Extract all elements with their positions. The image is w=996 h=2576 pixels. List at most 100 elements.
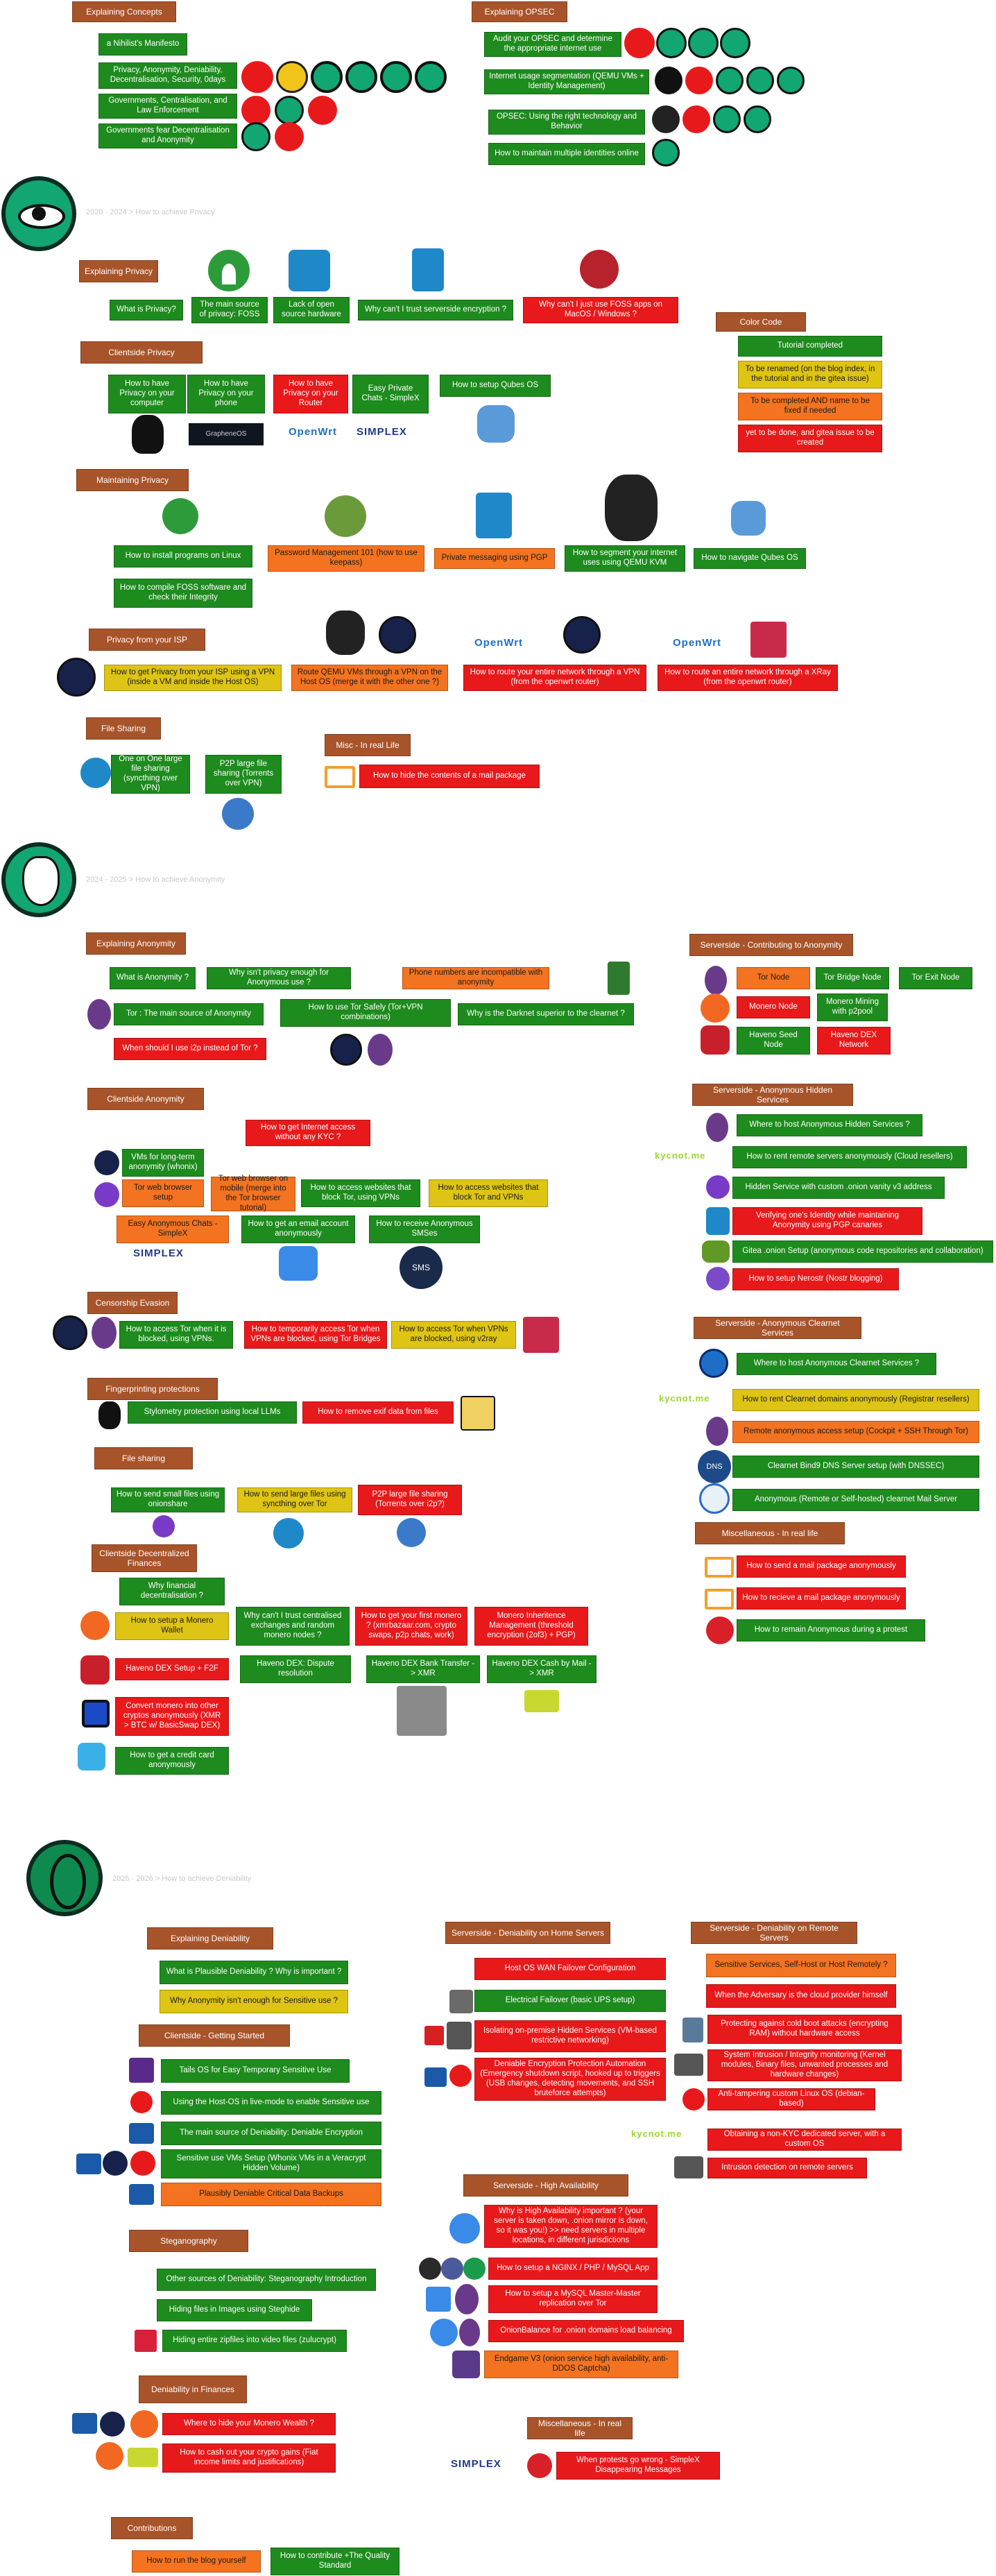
node-host-hidden[interactable]: Where to host Anonymous Hidden Services … <box>737 1114 922 1136</box>
node-rent-domains[interactable]: How to rent Clearnet domains anonymously… <box>732 1389 979 1411</box>
node-protest[interactable]: How to remain Anonymous during a protest <box>737 1619 925 1641</box>
node-cash-out[interactable]: How to cash out your crypto gains (Fiat … <box>162 2443 336 2473</box>
node-veracrypt-vms[interactable]: Sensitive use VMs Setup (Whonix VMs in a… <box>161 2149 381 2178</box>
node-steghide[interactable]: Hiding files in Images using Steghide <box>157 2299 312 2321</box>
node-first-monero[interactable]: How to get your first monero ? (xmrbazaa… <box>355 1607 467 1646</box>
node-hide-mail[interactable]: How to hide the contents of a mail packa… <box>359 765 540 788</box>
node-tor-browser[interactable]: Tor web browser setup <box>122 1179 204 1207</box>
node-gitea[interactable]: Gitea .onion Setup (anonymous code repos… <box>732 1240 993 1263</box>
node-route-xray[interactable]: How to route an entire network through a… <box>658 665 838 691</box>
node-cold-boot[interactable]: Protecting against cold boot attacks (en… <box>707 2015 902 2044</box>
node-hide-monero[interactable]: Where to hide your Monero Wealth ? <box>162 2413 336 2435</box>
node-governments[interactable]: Governments, Centralisation, and Law Enf… <box>98 94 237 119</box>
node-tor-exit[interactable]: Tor Exit Node <box>899 967 972 989</box>
node-qemu-vpn[interactable]: Route QEMU VMs through a VPN on the Host… <box>291 665 448 691</box>
node-backups[interactable]: Plausibly Deniable Critical Data Backups <box>161 2183 381 2206</box>
node-credit-card[interactable]: How to get a credit card anonymously <box>115 1747 229 1775</box>
node-tor-safely[interactable]: How to use Tor Safely (Tor+VPN combinati… <box>280 999 451 1027</box>
node-anti-tampering[interactable]: Anti-tampering custom Linux OS (debian-b… <box>707 2088 875 2110</box>
node-stegano-intro[interactable]: Other sources of Deniability: Steganogra… <box>157 2269 376 2291</box>
node-why-anon-not-enough[interactable]: Why Anonymity isn't enough for Sensitive… <box>160 1990 348 2013</box>
node-sms-anon[interactable]: How to receive Anonymous SMSes <box>369 1216 480 1243</box>
node-darknet[interactable]: Why is the Darknet superior to the clear… <box>458 1003 634 1025</box>
node-why-ha[interactable]: Why is High Availability important ? (yo… <box>484 2205 658 2248</box>
node-nokyc-internet[interactable]: How to get Internet access without any K… <box>246 1120 370 1146</box>
node-basicswap[interactable]: Convert monero into other cryptos anonym… <box>115 1697 229 1736</box>
node-audit-opsec[interactable]: Audit your OPSEC and determine the appro… <box>484 32 621 57</box>
node-onionbalance[interactable]: OnionBalance for .onion domains load bal… <box>488 2320 684 2342</box>
node-syncthing-tor[interactable]: How to send large files using syncthing … <box>237 1487 352 1512</box>
node-install-linux[interactable]: How to install programs on Linux <box>114 545 252 568</box>
node-run-blog[interactable]: How to run the blog yourself <box>132 2550 261 2573</box>
node-adversary-cloud[interactable]: When the Adversary is the cloud provider… <box>706 1984 896 2008</box>
node-what-deniability[interactable]: What is Plausible Deniability ? Why is i… <box>160 1961 348 1984</box>
node-tails[interactable]: Tails OS for Easy Temporary Sensitive Us… <box>161 2059 350 2083</box>
node-i2p[interactable]: When should I use i2p instead of Tor ? <box>114 1038 266 1060</box>
node-self-host-remote[interactable]: Sensitive Services, Self-Host or Host Re… <box>706 1954 896 1977</box>
node-cex-trust[interactable]: Why can't I trust centralised exchanges … <box>236 1607 350 1646</box>
node-qemu-kvm[interactable]: How to segment your internet uses using … <box>565 545 685 572</box>
node-vanity[interactable]: Hidden Service with custom .onion vanity… <box>732 1177 945 1199</box>
node-inheritance[interactable]: Monero Inheritence Management (threshold… <box>474 1607 588 1646</box>
node-serverside-encryption[interactable]: Why can't I trust serverside encryption … <box>358 300 513 321</box>
node-haveno-bank[interactable]: Haveno DEX Bank Transfer -> XMR <box>366 1655 480 1683</box>
node-wan-failover[interactable]: Host OS WAN Failover Configuration <box>474 1958 666 1980</box>
node-privacy-router[interactable]: How to have Privacy on your Router <box>273 375 348 413</box>
node-haveno-cash[interactable]: Haveno DEX Cash by Mail -> XMR <box>487 1655 596 1683</box>
node-govs-fear[interactable]: Governments fear Decentralisation and An… <box>98 123 237 148</box>
node-segmentation[interactable]: Internet usage segmentation (QEMU VMs + … <box>484 69 649 94</box>
node-keepass[interactable]: Password Management 101 (how to use keep… <box>268 545 424 572</box>
node-torrents-vpn[interactable]: P2P large file sharing (Torrents over VP… <box>205 755 282 794</box>
node-haveno-dispute[interactable]: Haveno DEX: Dispute resolution <box>240 1655 351 1683</box>
node-ups[interactable]: Electrical Failover (basic UPS setup) <box>474 1990 666 2012</box>
node-mysql-replication[interactable]: How to setup a MySQL Master-Master repli… <box>488 2285 658 2313</box>
node-monero-node[interactable]: Monero Node <box>737 996 810 1018</box>
node-tor-bridge[interactable]: Tor Bridge Node <box>816 967 889 989</box>
node-host-clearnet[interactable]: Where to host Anonymous Clearnet Service… <box>737 1353 936 1375</box>
node-endgame[interactable]: Endgame V3 (onion service high availabil… <box>484 2351 678 2378</box>
node-syncthing-vpn[interactable]: One on One large file sharing (syncthing… <box>111 755 190 794</box>
node-what-is-privacy[interactable]: What is Privacy? <box>110 300 183 321</box>
node-multi-identities[interactable]: How to maintain multiple identities onli… <box>488 143 645 165</box>
node-receive-mail[interactable]: How to recieve a mail package anonymousl… <box>737 1587 906 1610</box>
node-pgp[interactable]: Private messaging using PGP <box>434 548 555 569</box>
node-live-mode[interactable]: Using the Host-OS in live-mode to enable… <box>161 2091 381 2115</box>
node-v2ray[interactable]: How to access Tor when VPNs are blocked,… <box>391 1321 516 1349</box>
node-compile-foss[interactable]: How to compile FOSS software and check t… <box>114 579 252 608</box>
node-mail-server[interactable]: Anonymous (Remote or Self-hosted) clearn… <box>732 1489 979 1511</box>
node-exif[interactable]: How to remove exif data from files <box>302 1401 454 1424</box>
node-tor-blocked-vpn[interactable]: How to access Tor when it is blocked, us… <box>119 1321 233 1349</box>
node-why-privacy-not-enough[interactable]: Why isn't privacy enough for Anonymous u… <box>207 967 351 989</box>
node-haveno-seed[interactable]: Haveno Seed Node <box>737 1027 810 1055</box>
node-p2pool[interactable]: Monero Mining with p2pool <box>817 993 888 1021</box>
node-stylometry[interactable]: Stylometry protection using local LLMs <box>128 1401 297 1424</box>
node-haveno-f2f[interactable]: Haveno DEX Setup + F2F <box>115 1658 229 1680</box>
node-whonix[interactable]: VMs for long-term anonymity (whonix) <box>122 1149 204 1177</box>
node-tor-node[interactable]: Tor Node <box>737 967 810 989</box>
node-intrusion-detection[interactable]: Intrusion detection on remote servers <box>707 2158 867 2178</box>
node-contribute[interactable]: How to contribute +The Quality Standard <box>271 2548 400 2575</box>
node-rent-servers[interactable]: How to rent remote servers anonymously (… <box>732 1146 967 1168</box>
node-nerostr[interactable]: How to setup Nerostr (Nostr blogging) <box>732 1268 899 1290</box>
node-concepts-list[interactable]: Privacy, Anonymity, Deniability, Decentr… <box>98 62 237 89</box>
node-navigate-qubes[interactable]: How to navigate Qubes OS <box>694 548 806 569</box>
node-privacy-computer[interactable]: How to have Privacy on your computer <box>108 375 186 413</box>
node-foss[interactable]: The main source of privacy: FOSS <box>191 297 268 323</box>
node-onionshare[interactable]: How to send small files using onionshare <box>111 1487 225 1512</box>
node-bind9[interactable]: Clearnet Bind9 DNS Server setup (with DN… <box>732 1456 979 1478</box>
node-isp-vpn[interactable]: How to get Privacy from your ISP using a… <box>104 665 282 691</box>
node-websites-tor-and-vpn[interactable]: How to access websites that block Tor an… <box>429 1179 548 1207</box>
node-why-finance[interactable]: Why financial decentralisation ? <box>119 1578 225 1605</box>
node-integrity-monitoring[interactable]: System Intrusion / Integrity monitoring … <box>707 2049 902 2081</box>
node-opsec-tech[interactable]: OPSEC: Using the right technology and Be… <box>488 110 645 135</box>
node-qubes-setup[interactable]: How to setup Qubes OS <box>440 375 551 397</box>
node-what-is-anonymity[interactable]: What is Anonymity ? <box>110 967 196 989</box>
node-tor-bridges[interactable]: How to temporarily access Tor when VPNs … <box>244 1321 387 1349</box>
node-pgp-canary[interactable]: Verifying one's Identity while maintaini… <box>732 1207 922 1235</box>
node-foss-macos[interactable]: Why can't I just use FOSS apps on MacOS … <box>523 297 678 323</box>
node-protests-simplex[interactable]: When protests go wrong - SimpleX Disappe… <box>556 2452 720 2480</box>
node-simplex-anon[interactable]: Easy Anonymous Chats - SimpleX <box>117 1216 229 1243</box>
node-email-anon[interactable]: How to get an email account anonymously <box>241 1216 355 1243</box>
node-manifesto[interactable]: a Nihilist's Manifesto <box>98 33 187 56</box>
node-cockpit-ssh[interactable]: Remote anonymous access setup (Cockpit +… <box>732 1421 979 1443</box>
